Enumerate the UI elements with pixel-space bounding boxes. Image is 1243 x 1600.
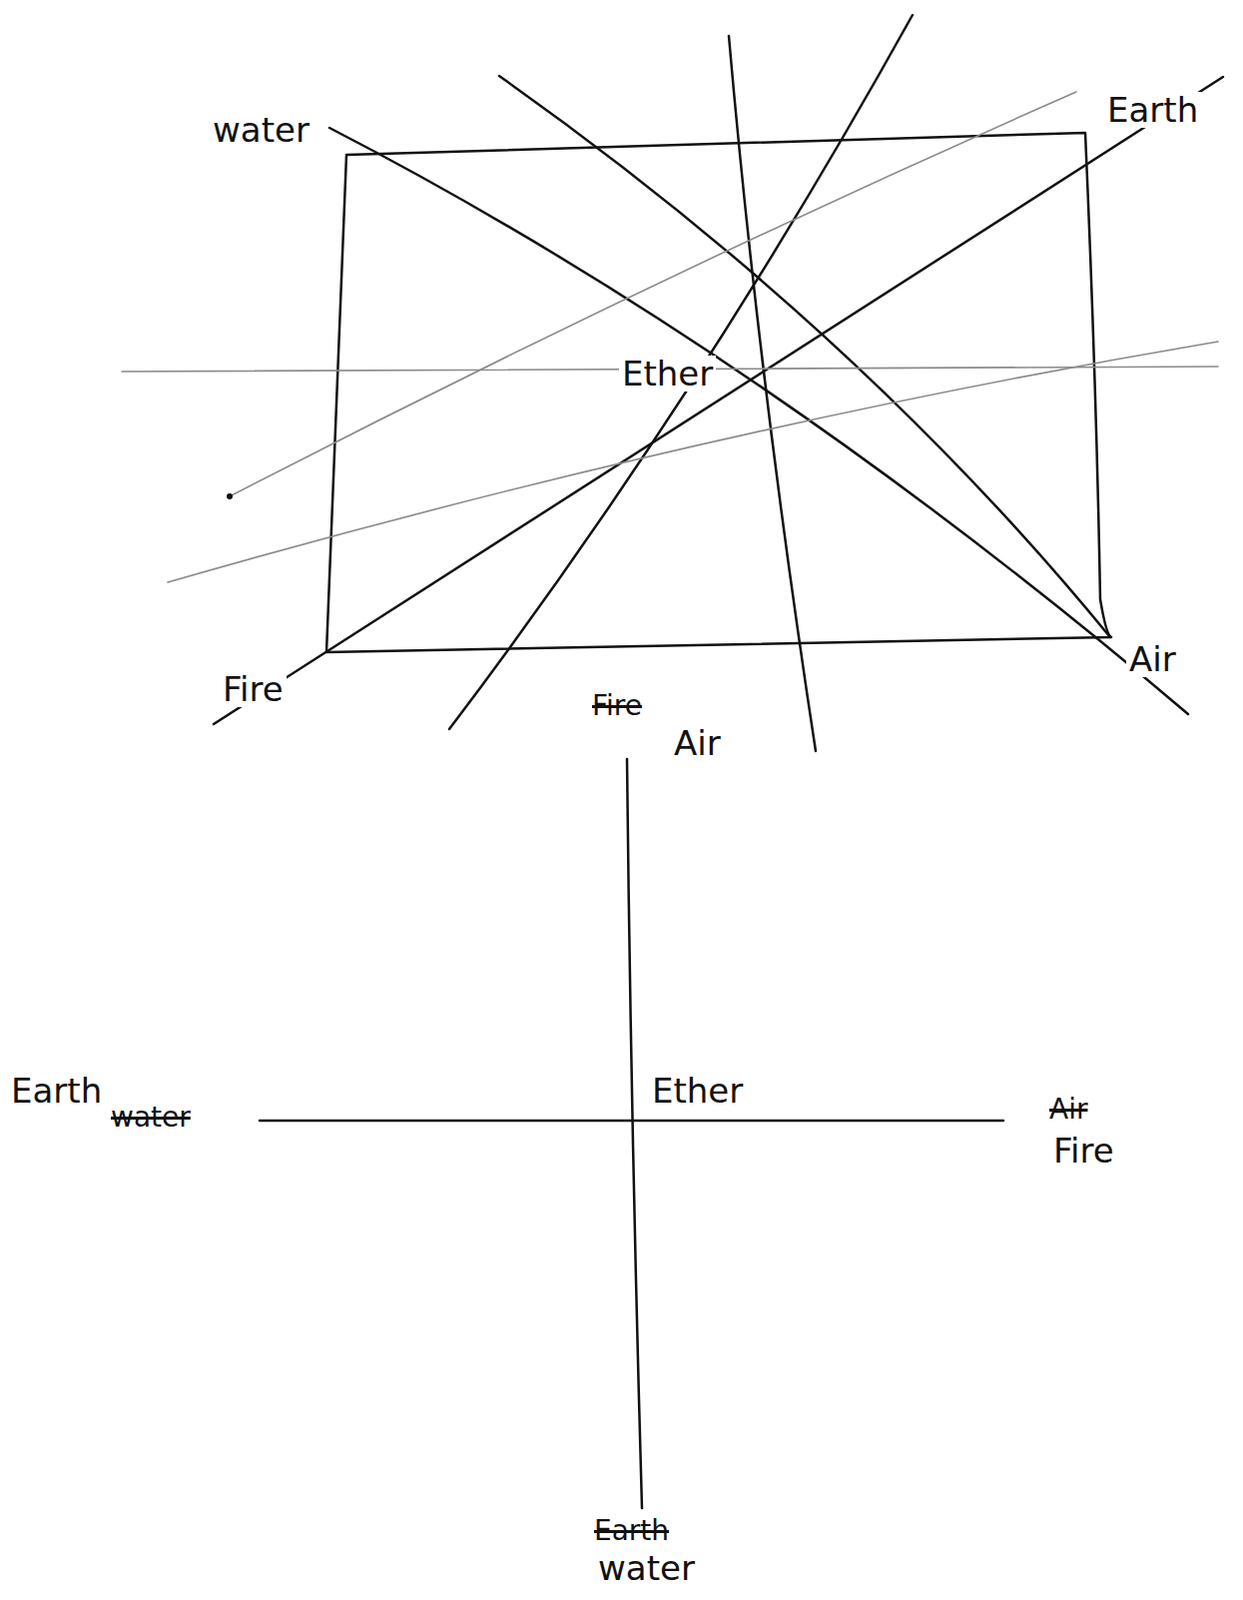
faint-line (229, 91, 1077, 497)
scribble-line (499, 75, 1111, 637)
faint-line (167, 341, 1219, 583)
scribble-line (329, 127, 1189, 714)
element-label: Earth (7, 1072, 105, 1109)
element-label: Fire (219, 670, 287, 707)
element-label: Earth (1104, 91, 1202, 128)
element-label: water (209, 111, 313, 148)
struck-label: Air (1046, 1094, 1091, 1125)
element-label: Air (670, 724, 724, 761)
scribble-line (259, 1119, 1004, 1123)
square-outline (326, 132, 1112, 652)
scribble-line (728, 35, 816, 751)
element-label: Ether (648, 1072, 746, 1109)
struck-label: Earth (591, 1515, 672, 1546)
element-label: Ether (619, 355, 716, 392)
element-label: Air (1126, 640, 1180, 677)
struck-label: Fire (589, 690, 645, 721)
scribble-line (626, 758, 642, 1508)
line-dot (226, 493, 233, 500)
scribble-line (213, 76, 1224, 724)
scribble-line (449, 14, 913, 729)
element-label: Fire (1050, 1132, 1118, 1169)
element-label: water (595, 1549, 698, 1586)
struck-label: water (107, 1102, 194, 1133)
